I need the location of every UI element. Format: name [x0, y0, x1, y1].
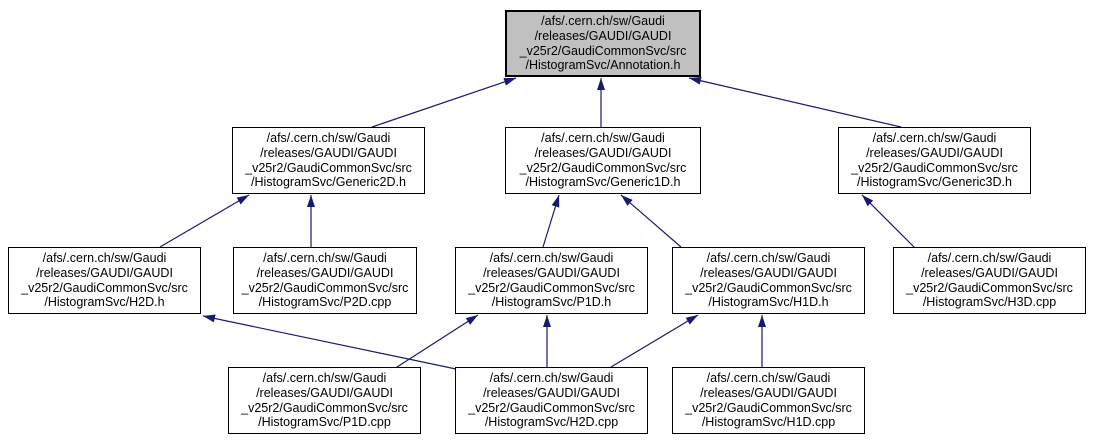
node-label-line: /releases/GAUDI/GAUDI: [256, 385, 393, 400]
node-label-line: /HistogramSvc/Generic2D.h: [251, 175, 406, 190]
node-label-line: /afs/.cern.ch/sw/Gaudi: [706, 250, 831, 265]
node-label-line: _v25r2/GaudiCommonSvc/src: [468, 400, 635, 415]
edge-p1d_h-to-generic1d_h: [542, 194, 560, 248]
node-label-line: /releases/GAUDI/GAUDI: [921, 265, 1058, 280]
graph-node-generic1d_h[interactable]: /afs/.cern.ch/sw/Gaudi/releases/GAUDI/GA…: [505, 127, 701, 194]
node-label-line: /releases/GAUDI/GAUDI: [36, 265, 173, 280]
graph-node-generic2d_h[interactable]: /afs/.cern.ch/sw/Gaudi/releases/GAUDI/GA…: [232, 127, 425, 194]
node-label-line: _v25r2/GaudiCommonSvc/src: [241, 280, 409, 295]
node-label-line: /HistogramSvc/Generic1D.h: [525, 175, 681, 190]
node-label-line: /HistogramSvc/H3D.cpp: [922, 295, 1057, 310]
node-label-line: /HistogramSvc/H1D.cpp: [701, 415, 836, 430]
node-label-line: _v25r2/GaudiCommonSvc/src: [468, 280, 635, 295]
edge-h2d_h-to-generic2d_h: [159, 194, 250, 248]
node-label-line: _v25r2/GaudiCommonSvc/src: [685, 400, 852, 415]
node-label-line: /releases/GAUDI/GAUDI: [483, 385, 620, 400]
node-label-line: /releases/GAUDI/GAUDI: [260, 145, 397, 160]
graph-node-annotation_h: /afs/.cern.ch/sw/Gaudi/releases/GAUDI/GA…: [505, 10, 701, 77]
edge-h3d_cpp-to-generic3d_h: [861, 194, 915, 248]
edge-h2d_cpp-to-h2d_h: [202, 314, 457, 370]
edge-generic2d_h-to-annotation_h: [371, 77, 517, 128]
graph-node-p1d_cpp[interactable]: /afs/.cern.ch/sw/Gaudi/releases/GAUDI/GA…: [228, 367, 421, 434]
node-label-line: _v25r2/GaudiCommonSvc/src: [245, 160, 412, 175]
node-label-line: _v25r2/GaudiCommonSvc/src: [241, 400, 408, 415]
node-label-line: /afs/.cern.ch/sw/Gaudi: [262, 370, 387, 385]
node-label-line: /afs/.cern.ch/sw/Gaudi: [489, 370, 614, 385]
node-label-line: /releases/GAUDI/GAUDI: [700, 265, 837, 280]
node-label-line: _v25r2/GaudiCommonSvc/src: [851, 160, 1018, 175]
edge-generic3d_h-to-annotation_h: [688, 76, 902, 128]
node-label-line: /releases/GAUDI/GAUDI: [256, 265, 394, 280]
node-label-line: /afs/.cern.ch/sw/Gaudi: [263, 250, 387, 265]
node-label-line: /HistogramSvc/Generic3D.h: [857, 175, 1012, 190]
graph-node-h1d_h[interactable]: /afs/.cern.ch/sw/Gaudi/releases/GAUDI/GA…: [672, 247, 865, 314]
graph-node-h3d_cpp[interactable]: /afs/.cern.ch/sw/Gaudi/releases/GAUDI/GA…: [893, 247, 1086, 314]
node-label-line: _v25r2/GaudiCommonSvc/src: [519, 160, 687, 175]
graph-node-h2d_cpp[interactable]: /afs/.cern.ch/sw/Gaudi/releases/GAUDI/GA…: [455, 367, 648, 434]
node-label-line: _v25r2/GaudiCommonSvc/src: [519, 43, 687, 58]
node-label-line: /HistogramSvc/H2D.h: [44, 295, 165, 310]
node-label-line: /HistogramSvc/P1D.cpp: [258, 415, 391, 430]
graph-node-h2d_h[interactable]: /afs/.cern.ch/sw/Gaudi/releases/GAUDI/GA…: [8, 247, 201, 314]
edge-p1d_cpp-to-p1d_h: [396, 314, 479, 368]
node-label-line: _v25r2/GaudiCommonSvc/src: [21, 280, 188, 295]
node-label-line: /HistogramSvc/H2D.cpp: [484, 415, 619, 430]
graph-node-p2d_cpp[interactable]: /afs/.cern.ch/sw/Gaudi/releases/GAUDI/GA…: [233, 247, 417, 314]
node-label-line: /HistogramSvc/P1D.h: [491, 295, 612, 310]
node-label-line: _v25r2/GaudiCommonSvc/src: [685, 280, 852, 295]
node-label-line: /afs/.cern.ch/sw/Gaudi: [927, 250, 1052, 265]
node-label-line: /releases/GAUDI/GAUDI: [534, 145, 672, 160]
node-label-line: /afs/.cern.ch/sw/Gaudi: [541, 13, 665, 28]
node-label-line: /HistogramSvc/Annotation.h: [525, 58, 681, 73]
graph-node-generic3d_h[interactable]: /afs/.cern.ch/sw/Gaudi/releases/GAUDI/GA…: [838, 127, 1031, 194]
node-label-line: _v25r2/GaudiCommonSvc/src: [906, 280, 1073, 295]
graph-node-p1d_h[interactable]: /afs/.cern.ch/sw/Gaudi/releases/GAUDI/GA…: [455, 247, 648, 314]
node-label-line: /releases/GAUDI/GAUDI: [700, 385, 837, 400]
node-label-line: /afs/.cern.ch/sw/Gaudi: [489, 250, 614, 265]
graph-node-h1d_cpp[interactable]: /afs/.cern.ch/sw/Gaudi/releases/GAUDI/GA…: [672, 367, 865, 434]
edge-h1d_h-to-generic1d_h: [620, 194, 682, 248]
node-label-line: /afs/.cern.ch/sw/Gaudi: [706, 370, 831, 385]
node-label-line: /releases/GAUDI/GAUDI: [534, 28, 672, 43]
node-label-line: /afs/.cern.ch/sw/Gaudi: [872, 130, 997, 145]
edge-h2d_cpp-to-h1d_h: [610, 314, 699, 368]
node-label-line: /releases/GAUDI/GAUDI: [866, 145, 1003, 160]
node-label-line: /releases/GAUDI/GAUDI: [483, 265, 620, 280]
node-label-line: /HistogramSvc/P2D.cpp: [258, 295, 392, 310]
node-label-line: /afs/.cern.ch/sw/Gaudi: [266, 130, 391, 145]
node-label-line: /afs/.cern.ch/sw/Gaudi: [541, 130, 665, 145]
node-label-line: /HistogramSvc/H1D.h: [708, 295, 829, 310]
node-label-line: /afs/.cern.ch/sw/Gaudi: [42, 250, 167, 265]
